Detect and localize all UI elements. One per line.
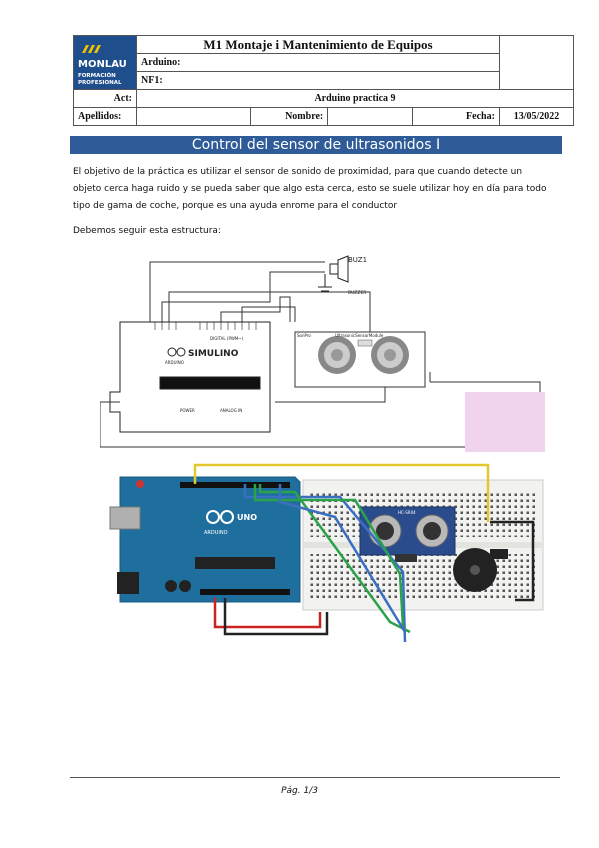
blank-cell: [498, 35, 575, 90]
schematic-sensor-label: UltrasonicSensorModule: [335, 333, 384, 338]
schematic-pins: [154, 322, 257, 330]
schematic-buzzer: [318, 255, 349, 292]
breadboard-sensor-tag: HC-SR04: [398, 510, 416, 515]
act-value: Arduino practica 9: [136, 89, 574, 108]
schematic-digital-label: DIGITAL (PWM~): [210, 336, 244, 341]
page-number: Pág. 1/3: [281, 786, 318, 796]
schematic-analog-label: ANALOG IN: [220, 408, 242, 413]
schematic-buzzer-label: BUZ1: [348, 256, 367, 264]
schematic-wires: [100, 261, 541, 448]
schematic-arduino: [109, 321, 271, 433]
breadboard-wires: [193, 463, 535, 643]
intro-paragraph: El objetivo de la práctica es utilizar e…: [73, 167, 547, 211]
section-title: Control del sensor de ultrasonidos I: [70, 136, 562, 154]
apellidos-label: Apellidos:: [73, 107, 137, 126]
breadboard-arduino-label: ARDUINO: [204, 530, 228, 536]
breadboard-sensor: [359, 506, 456, 562]
monlau-logo-icon: MONLAU FORMACIÓN PROFESIONAL: [74, 36, 136, 89]
breadboard-arduino: [109, 476, 301, 603]
nombre-value: [327, 107, 414, 126]
logo-cell: MONLAU FORMACIÓN PROFESIONAL: [73, 35, 137, 90]
fecha-label: Fecha:: [412, 107, 500, 126]
footer-line: [70, 777, 560, 778]
breadboard-uno-label: UNO: [237, 513, 257, 522]
nf-label: NF1:: [136, 71, 500, 90]
logo-line2: PROFESIONAL: [78, 80, 122, 86]
doc-title: M1 Montaje i Mantenimiento de Equipos: [136, 35, 500, 54]
schematic-buzzer-sub: BUZZER: [348, 290, 366, 296]
header-table: MONLAU FORMACIÓN PROFESIONAL M1 Montaje …: [73, 35, 575, 126]
act-label: Act:: [73, 89, 137, 108]
schematic-diagram: SIMULINO ARDUINO DIGITAL (PWM~) ANALOG I…: [100, 255, 545, 452]
logo-line1: FORMACIÓN: [78, 72, 116, 79]
breadboard-diagram: ARDUINO UNO HC-SR04: [109, 463, 544, 643]
fecha-value: 13/05/2022: [498, 107, 575, 126]
schematic-power-label: POWER: [180, 408, 195, 413]
structure-text: Debemos seguir esta estructura:: [73, 226, 221, 236]
schematic-sensor-tag: SonPro: [297, 333, 311, 338]
arduino-label: Arduino:: [136, 53, 500, 72]
schematic-board-sub: ARDUINO: [165, 360, 184, 365]
apellidos-value: [136, 107, 251, 126]
monlau-logo: MONLAU FORMACIÓN PROFESIONAL: [74, 36, 136, 89]
schematic-board-label: SIMULINO: [188, 349, 239, 359]
logo-brand: MONLAU: [78, 59, 127, 70]
breadboard-buzzer: [453, 548, 508, 592]
pink-artifact: [465, 392, 545, 452]
schematic-sensor: [294, 331, 426, 388]
nombre-label: Nombre:: [249, 107, 329, 126]
